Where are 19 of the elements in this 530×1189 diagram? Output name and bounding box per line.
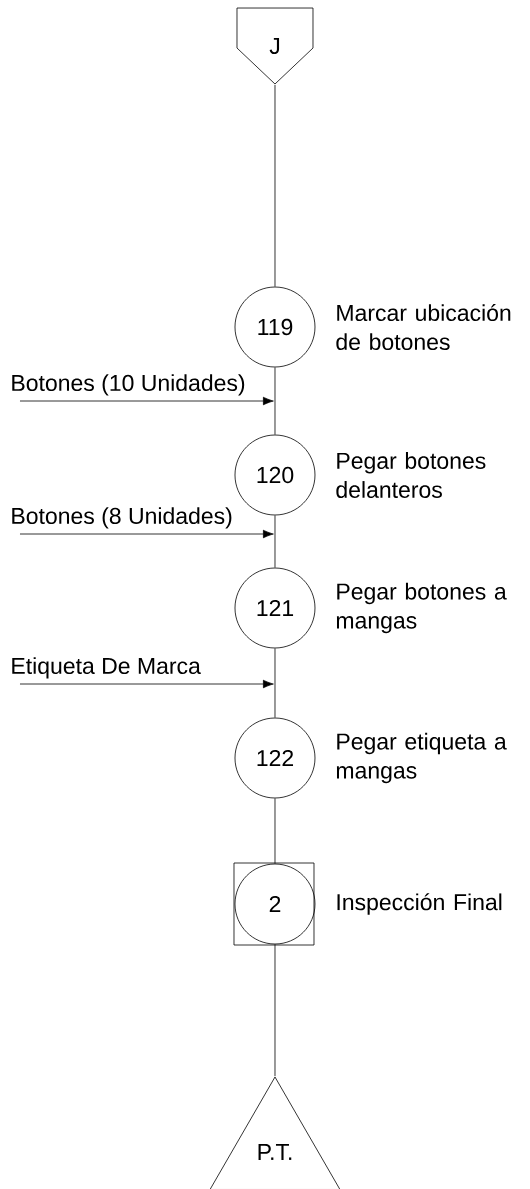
- arrow: [19, 679, 274, 689]
- step-description: Pegar botones a mangas: [336, 582, 507, 634]
- edge-label: Botones (10 Unidades): [12, 374, 245, 396]
- connector-line: [274, 367, 276, 435]
- edge-label: Etiqueta De Marca: [12, 657, 201, 679]
- connector-line: [274, 84, 276, 287]
- connector-line: [274, 648, 276, 718]
- off-page-connector: J: [236, 7, 314, 85]
- step-description: Inspección Final: [337, 893, 502, 915]
- arrow: [19, 396, 274, 406]
- storage-triangle: P.T.: [209, 1076, 341, 1189]
- connector-line: [274, 944, 276, 1077]
- edge-label: Botones (8 Unidades): [12, 507, 232, 529]
- step-description: Pegar etiqueta a mangas: [336, 732, 507, 784]
- connector-line: [274, 798, 276, 864]
- arrow: [19, 529, 274, 539]
- connector-line: [274, 515, 276, 568]
- step-description: Pegar botones delanteros: [336, 452, 486, 498]
- step-description: Marcar ubicación de botones: [336, 303, 511, 351]
